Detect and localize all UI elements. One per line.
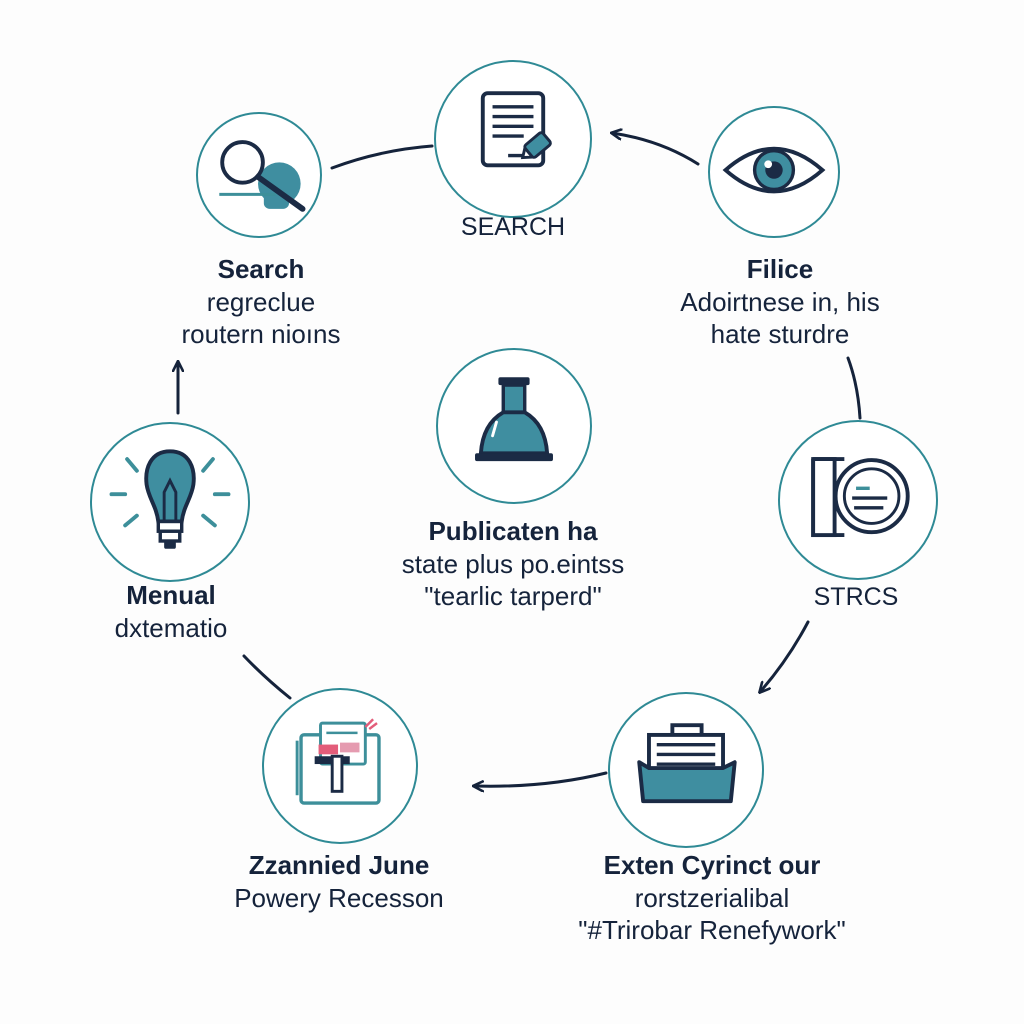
files-stack-icon xyxy=(295,718,381,805)
eye-icon xyxy=(722,146,826,194)
document-node xyxy=(434,60,592,218)
eye-label-line: hate sturdre xyxy=(710,319,850,349)
center-label-line: state plus po.eintss xyxy=(401,548,625,579)
bulb-label-line: dxtematio xyxy=(114,612,228,643)
eye-label: Filice Adoirtnese in, his hate sturdre xyxy=(640,253,920,351)
folder-label-title: Exten Cyrinct our xyxy=(603,850,821,880)
files-label-title: Zzannied June xyxy=(248,850,430,880)
search-label-line: routern nioıns xyxy=(181,319,341,349)
files-label-line: Powery Recesson xyxy=(234,882,444,913)
scan-label-line: STRCS xyxy=(813,583,899,611)
connector-eye-scan xyxy=(846,356,862,420)
search-label: Search regreclue routern nioıns xyxy=(140,253,382,351)
file-folder-icon xyxy=(637,723,737,804)
center-label-title: Publicaten ha xyxy=(428,516,598,546)
folder-label-line: rorstzerialibal xyxy=(634,882,790,913)
arrow-scan-to-folder xyxy=(760,620,810,692)
center-label: Publicaten ha state plus po.eintss "tear… xyxy=(362,515,664,613)
files-label: Zzannied June Powery Recesson xyxy=(200,849,478,914)
document-label: SEARCH xyxy=(413,212,613,243)
arrow-eye-to-document xyxy=(612,133,700,166)
arrow-folder-to-files xyxy=(474,771,608,786)
search-label-title: Search xyxy=(217,254,305,284)
document-pen-icon xyxy=(480,91,552,168)
scan-label: STRCS xyxy=(776,582,936,613)
scan-card-icon xyxy=(811,457,910,538)
bulb-label: Menual dxtematio xyxy=(74,579,268,644)
eye-node xyxy=(708,106,840,238)
eye-label-line: Adoirtnese in, his xyxy=(680,286,880,317)
folder-label: Exten Cyrinct our rorstzerialibal "#Trir… xyxy=(524,849,900,947)
scan-node xyxy=(778,420,938,580)
search-label-line: regreclue xyxy=(206,286,316,317)
magnifier-icon xyxy=(219,140,306,212)
lightbulb-icon xyxy=(109,449,231,549)
bulb-label-title: Menual xyxy=(126,580,216,610)
document-label-line: SEARCH xyxy=(460,213,566,241)
connector-files-bulb xyxy=(242,654,292,700)
connector-search-document xyxy=(330,144,434,170)
folder-node xyxy=(608,692,764,848)
search-node xyxy=(196,112,322,238)
eye-label-title: Filice xyxy=(746,254,814,284)
flask-icon xyxy=(475,377,553,462)
center-label-line: "tearlic tarperd" xyxy=(424,581,602,611)
files-node xyxy=(262,688,418,844)
center-node xyxy=(436,348,592,504)
bulb-node xyxy=(90,422,250,582)
folder-label-line: "#Trirobar Renefywork" xyxy=(578,915,846,945)
